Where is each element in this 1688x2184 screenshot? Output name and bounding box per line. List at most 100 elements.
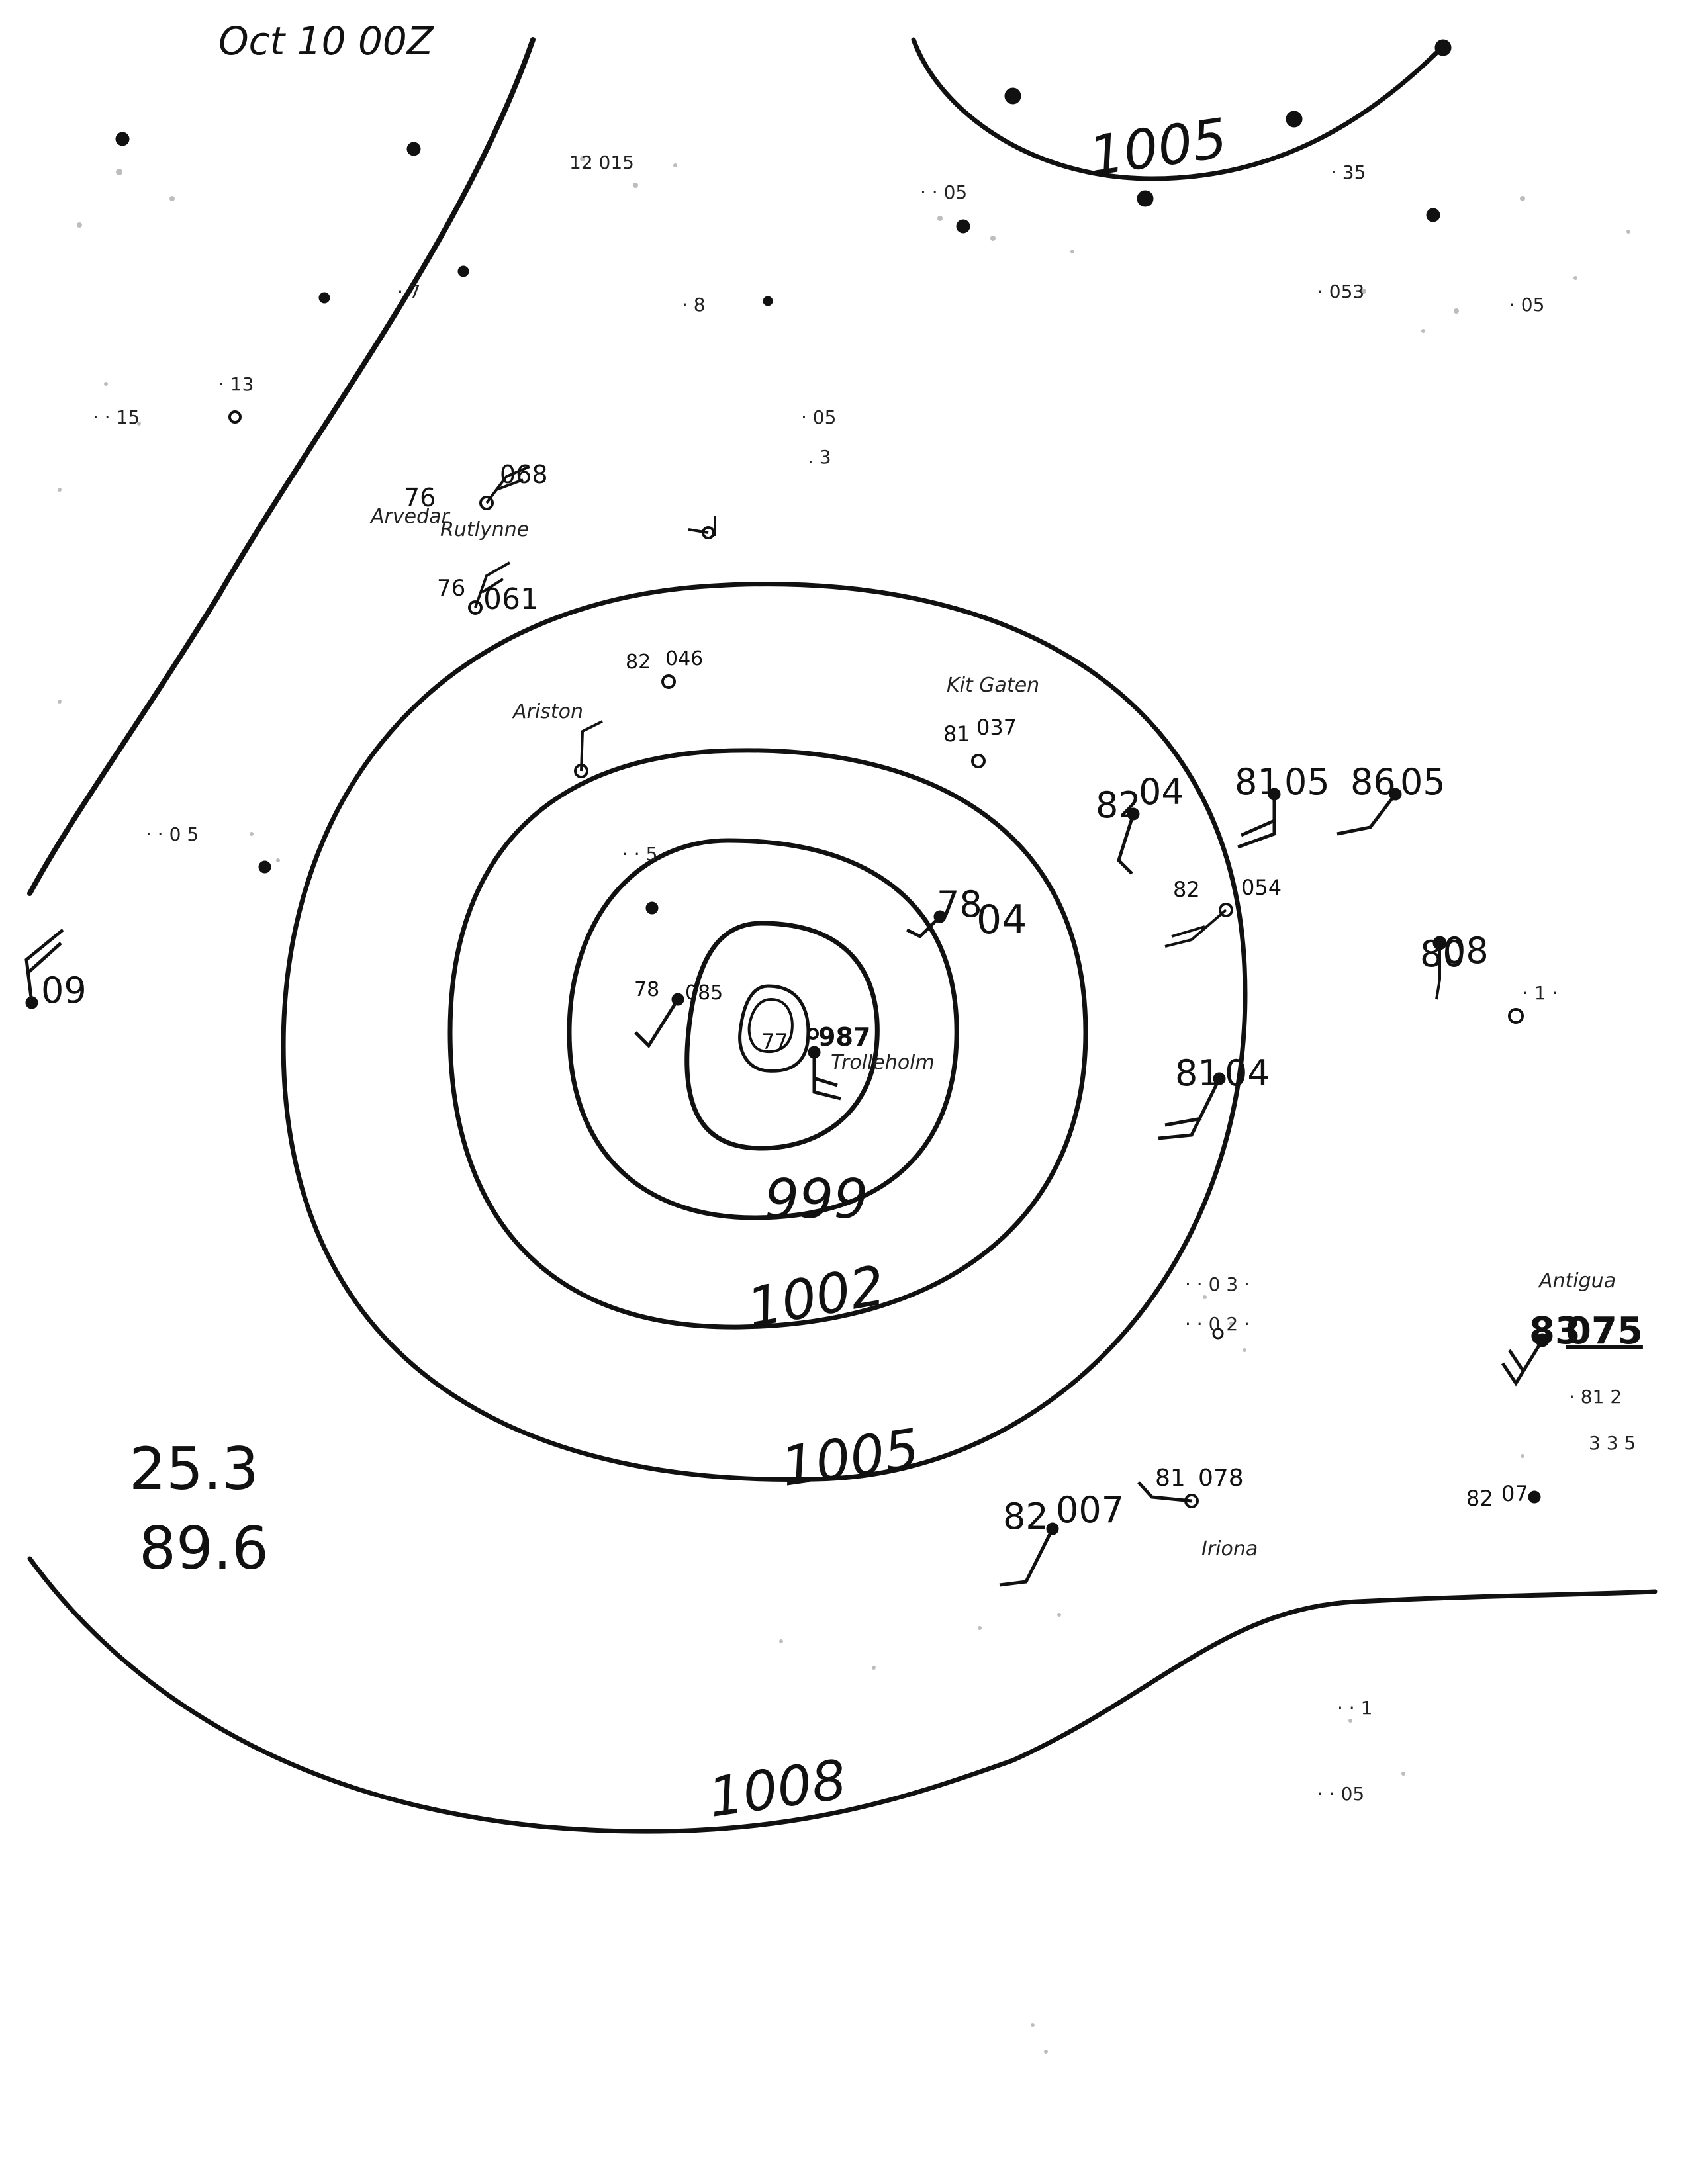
svg-text:· · 0 5: · · 0 5 (146, 823, 199, 845)
frontal-trough-line (27, 37, 536, 896)
station-dot (661, 674, 676, 689)
center-longitude: 89.6 (139, 1514, 269, 1582)
isobar-999-ring (567, 838, 959, 1220)
ship-name-label: Kit Gaten (947, 674, 1039, 697)
svg-text:· 053: · 053 (1317, 281, 1364, 302)
station-pressure: 061 (483, 582, 539, 616)
ship-name-label: Iriona (1201, 1537, 1258, 1561)
station-temp: 81 (1155, 1465, 1186, 1492)
svg-text:· · 5: · · 5 (622, 843, 657, 865)
station-scribbles: 12 015 · · 05 · 35 · 05 · 053 · 8 · 7 · … (93, 152, 1636, 1805)
station-dot (115, 132, 130, 146)
station-dot (956, 219, 970, 234)
station-temp: 80 (1420, 933, 1466, 975)
station-dot (1219, 903, 1233, 917)
wind-barb (1336, 793, 1397, 836)
station-temp: 86 (1350, 761, 1396, 803)
svg-text:· 35: · 35 (1331, 161, 1366, 183)
svg-text:. 3: . 3 (808, 446, 831, 468)
wind-barb (485, 465, 530, 504)
station-dot (258, 860, 271, 874)
station-dot (318, 292, 330, 304)
station-dot (1528, 1490, 1541, 1504)
station-temp: 82 (1466, 1486, 1493, 1511)
wind-barb (1158, 1077, 1221, 1140)
station-dot (1004, 87, 1021, 105)
isobar-label-999: 999 (765, 1168, 868, 1231)
wind-barb (24, 929, 64, 1003)
station-pressure: 007 (1056, 1489, 1124, 1531)
svg-text:· · 15: · · 15 (93, 406, 140, 428)
station-temp: 82 (626, 651, 651, 674)
wind-barb (1237, 794, 1276, 849)
wind-barb (1501, 1339, 1544, 1387)
svg-text:· 05: · 05 (1509, 294, 1544, 316)
wind-barb (580, 720, 603, 772)
wind-barb (1435, 943, 1441, 1000)
station-name-labels: Rutlynne Arvedar Trolleholm Kit Gaten Ar… (369, 505, 1616, 1561)
center-pressure: 987 (818, 1023, 870, 1052)
station-temp: 81 (1235, 761, 1280, 803)
wind-barb (1117, 813, 1135, 875)
station-temp: 81 (943, 721, 970, 747)
station-pressure: 05 (1284, 761, 1330, 803)
station-pressure: 07 (1501, 1481, 1528, 1506)
station-dot (479, 496, 494, 510)
center-latitude: 25.3 (129, 1435, 259, 1503)
wind-barb (634, 998, 680, 1048)
station-temp: 78 (634, 978, 659, 1001)
isobar-1002-ring (447, 748, 1088, 1330)
station-dot (1434, 39, 1452, 56)
isobar-label-1002: 1002 (743, 1254, 890, 1340)
wind-barb (812, 1052, 841, 1101)
svg-text:· · 0 3 ·: · · 0 3 · (1185, 1273, 1250, 1295)
faint-background-marks (58, 156, 1630, 2054)
station-pressure: 05 (1400, 761, 1446, 803)
station-dot (763, 296, 773, 306)
wind-barb (688, 516, 716, 536)
station-temp: 82 (1003, 1496, 1049, 1537)
station-temp: 82 (1096, 784, 1141, 826)
station-dot (1286, 111, 1303, 128)
isobar-label-1008: 1008 (705, 1749, 851, 1830)
station-dot (645, 901, 659, 915)
wind-barb (999, 1527, 1055, 1587)
station-pressure: 04 (1225, 1052, 1270, 1094)
station-pressure: 054 (1241, 875, 1282, 900)
wind-barb (1137, 1481, 1192, 1503)
svg-text:· 13: · 13 (218, 373, 254, 395)
center-temperature: 77 (761, 1029, 788, 1054)
isobar-996-ring (684, 921, 880, 1151)
station-temp: 76 (437, 575, 465, 602)
svg-text:· · 1: · · 1 (1337, 1697, 1372, 1719)
station-pressure: 085 (685, 981, 723, 1005)
svg-text:· 81 2: · 81 2 (1569, 1386, 1622, 1408)
station-dot (1426, 208, 1440, 222)
station-pressure: 046 (665, 647, 703, 670)
station-pressure: 037 (976, 715, 1017, 740)
station-dot (1508, 1008, 1524, 1024)
station-dot (971, 754, 986, 768)
station-temp: 83 (1529, 1310, 1581, 1353)
svg-text:3 3 5: 3 3 5 (1589, 1432, 1636, 1454)
station-plots (24, 39, 1550, 1587)
ship-name-label: Trolleholm (831, 1051, 935, 1074)
ship-name-label: Arvedar (369, 505, 450, 528)
isobar-1008 (27, 1556, 1658, 1834)
wind-barb (906, 915, 941, 939)
station-dot (406, 142, 421, 156)
map-title: Oct 10 00Z (218, 19, 434, 64)
svg-text:· 8: · 8 (682, 294, 706, 316)
isobar-innermost-ring (738, 984, 810, 1073)
station-pressure: 078 (1198, 1465, 1244, 1492)
ship-name-label: Rutlynne (440, 518, 529, 541)
svg-text:· · 0 2 ·: · · 0 2 · (1185, 1313, 1250, 1335)
station-dot (468, 600, 483, 615)
svg-text:· 7: · 7 (397, 281, 421, 302)
station-dot (228, 410, 242, 424)
ship-name-label: Ariston (512, 700, 583, 723)
isobar-label-1005-ring: 1005 (778, 1418, 923, 1499)
station-pressure: 068 (500, 460, 548, 489)
